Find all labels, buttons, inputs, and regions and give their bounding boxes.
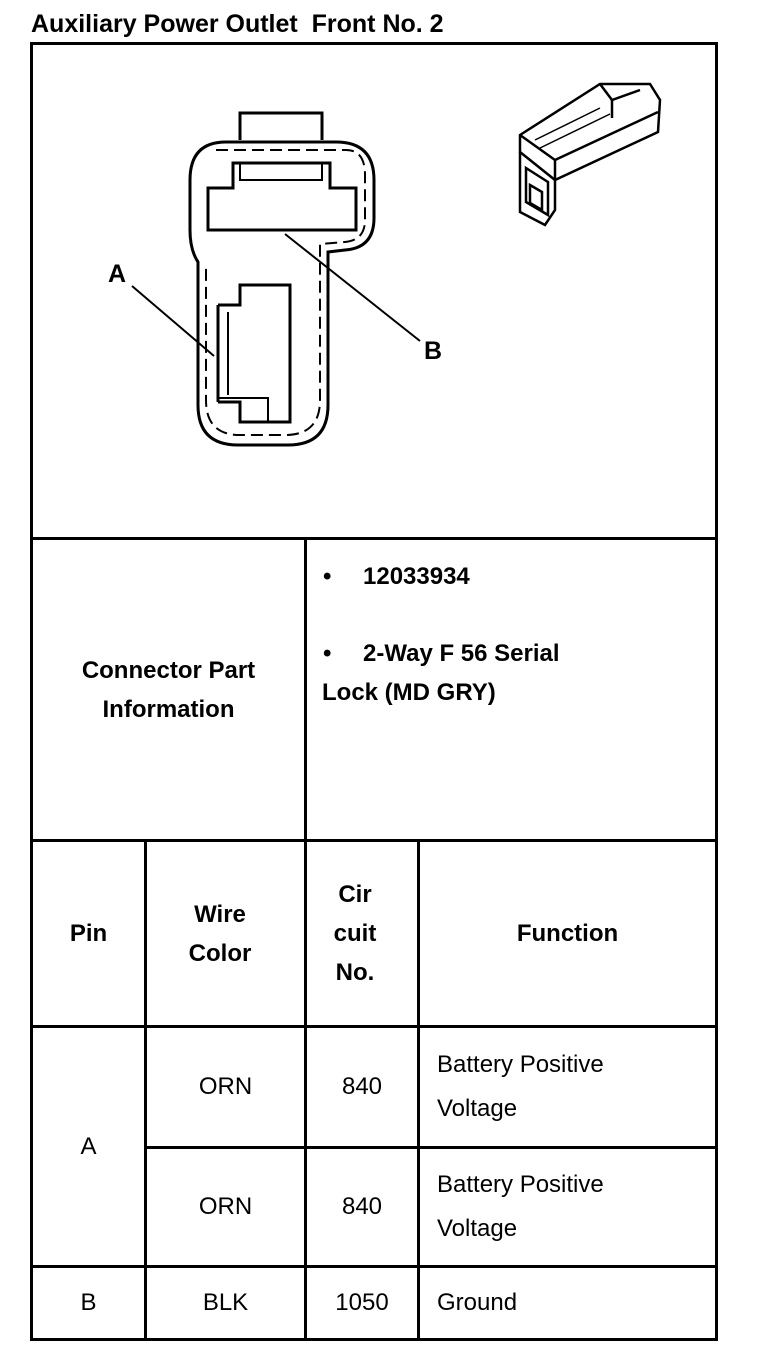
bullet-icon: • (323, 563, 332, 590)
wire-color-cell: ORN (198, 1073, 253, 1100)
connector-info-label: Connector Part Information (81, 656, 256, 723)
divider (30, 1025, 718, 1028)
wire-color-cell: ORN (198, 1193, 253, 1220)
circuit-cell: 840 (341, 1193, 383, 1220)
divider (304, 537, 307, 841)
pin-cell: B (80, 1289, 97, 1316)
divider (144, 839, 147, 1341)
connector-face-diagram (131, 82, 662, 447)
header-wire-color: Wire Color (188, 900, 252, 967)
divider (417, 839, 420, 1341)
function-cell: Battery Positive Voltage (437, 1051, 604, 1122)
page-title: Auxiliary Power Outlet Front No. 2 (31, 10, 444, 38)
function-cell: Ground (437, 1289, 518, 1316)
part-number: 12033934 (363, 563, 470, 590)
divider (304, 839, 307, 1341)
connector-description: 2-Way F 56 Serial Lock (MD GRY) (322, 640, 560, 706)
header-function: Function (516, 920, 619, 947)
header-circuit-no: Cir cuit No. (333, 881, 377, 986)
circuit-cell: 840 (341, 1073, 383, 1100)
connector-table-frame (30, 42, 718, 1341)
bullet-icon: • (323, 640, 332, 667)
function-cell: Battery Positive Voltage (437, 1171, 604, 1242)
divider (145, 1146, 718, 1149)
wire-color-cell: BLK (202, 1289, 249, 1316)
header-pin: Pin (69, 920, 108, 947)
pin-cell: A (80, 1132, 97, 1160)
divider (30, 839, 718, 842)
divider (30, 537, 718, 540)
callout-label-b: B (424, 337, 443, 365)
divider (30, 1265, 718, 1268)
circuit-cell: 1050 (335, 1289, 389, 1316)
callout-label-a: A (108, 260, 127, 288)
